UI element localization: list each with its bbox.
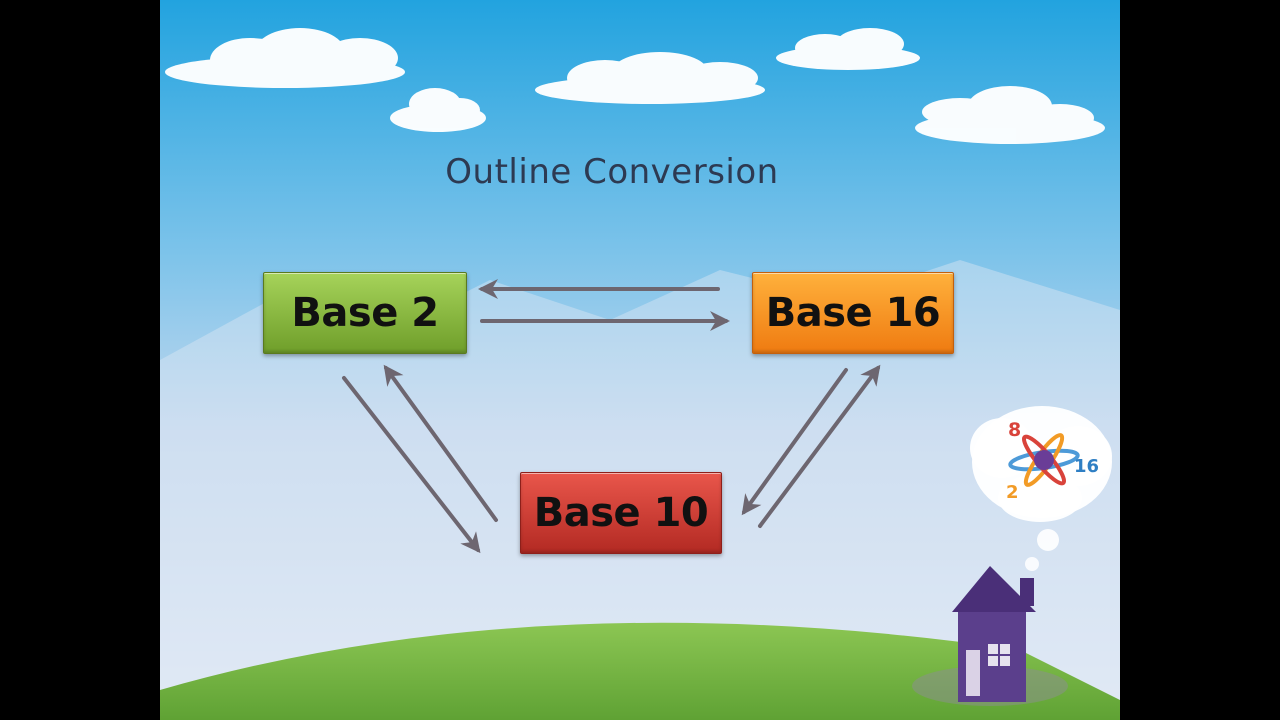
thought-number-8: 8 bbox=[1008, 419, 1021, 441]
node-base-2: Base 2 bbox=[263, 272, 467, 354]
thought-bubble: 8 16 2 bbox=[970, 406, 1112, 522]
arrow-base10-to-base2 bbox=[383, 364, 498, 522]
node-base-16: Base 16 bbox=[752, 272, 954, 354]
node-base-10: Base 10 bbox=[520, 472, 722, 554]
cloud bbox=[535, 52, 765, 104]
cloud bbox=[776, 28, 920, 70]
slide: 8 16 2 Outline Conversion Base 2 Base 16… bbox=[160, 0, 1120, 720]
arrow-base16-to-base10 bbox=[741, 368, 848, 516]
arrow-base2-to-base10 bbox=[342, 376, 481, 554]
house-icon bbox=[952, 566, 1036, 702]
cloud bbox=[165, 28, 405, 88]
grass-hill bbox=[160, 622, 1120, 720]
slide-background: 8 16 2 bbox=[160, 0, 1120, 720]
cloud bbox=[915, 86, 1105, 144]
slide-title: Outline Conversion bbox=[445, 152, 779, 192]
arrow-base10-to-base16 bbox=[758, 364, 881, 528]
thought-number-2: 2 bbox=[1006, 482, 1019, 503]
cloud bbox=[390, 88, 486, 132]
thought-number-16: 16 bbox=[1074, 456, 1099, 477]
